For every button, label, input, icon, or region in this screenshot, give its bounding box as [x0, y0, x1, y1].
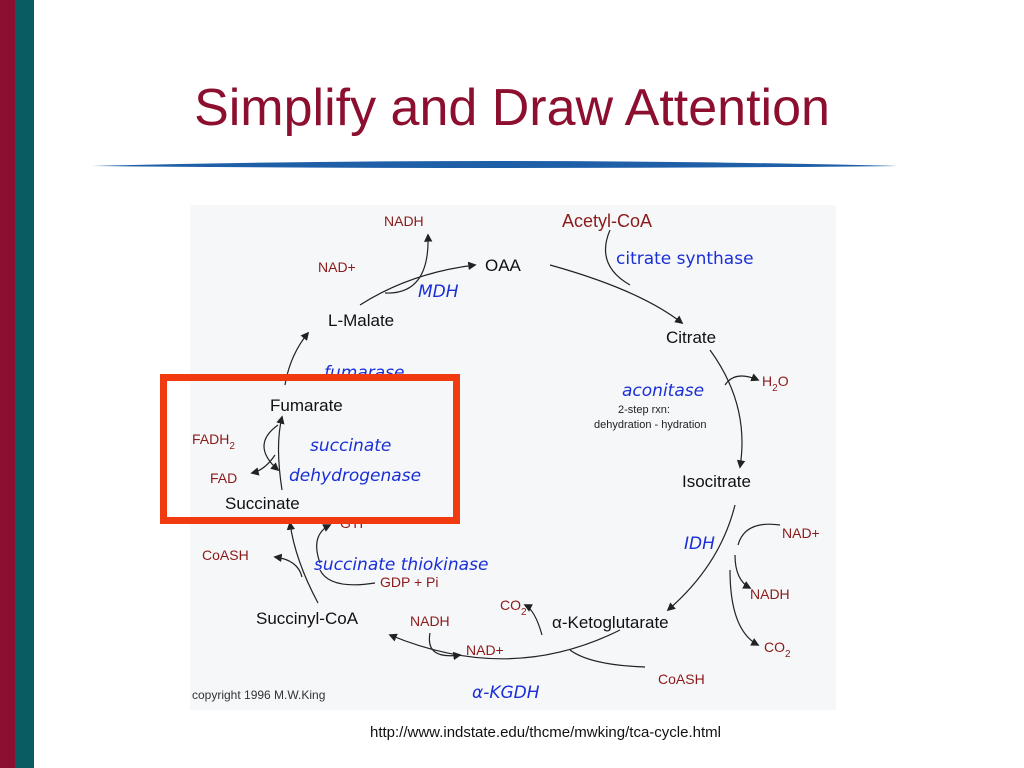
cycle-arrow-succinate-fumarate — [276, 415, 285, 491]
succinate-label: Succinate — [225, 494, 300, 513]
succinyl-coa-label: Succinyl-CoA — [256, 609, 359, 628]
kgdh-label: α-KGDH — [472, 683, 540, 703]
left-accent-bar-red — [0, 0, 15, 768]
citrate-label: Citrate — [666, 328, 716, 347]
idh-nad-label: NAD+ — [782, 525, 820, 541]
ketoglutarate-label: α-Ketoglutarate — [552, 613, 669, 632]
acetyl-coa-label: Acetyl-CoA — [562, 211, 652, 231]
title-underline — [92, 161, 898, 168]
nadh-out-arrow — [734, 554, 752, 589]
fad-fadh2-arrow — [263, 424, 280, 472]
mdh-label: MDH — [418, 282, 459, 302]
gtp-out-arrow — [316, 524, 332, 564]
oaa-label: OAA — [485, 256, 522, 275]
left-accent-bar-teal — [15, 0, 34, 768]
aconitase-note-line1: 2-step rxn: — [618, 404, 670, 416]
cycle-arrow-succinylcoa-succinate — [286, 521, 319, 604]
mdh-nadh-label: NADH — [384, 213, 424, 229]
citrate-synthase-label: citrate synthase — [616, 249, 754, 269]
aconitase-label: aconitase — [622, 381, 704, 401]
acetylcoa-entry-arrow — [604, 229, 631, 286]
idh-co2-label: CO2 — [764, 639, 791, 660]
nad-in-arrow — [737, 523, 781, 546]
kgdh-nadh-label: NADH — [410, 613, 450, 629]
cycle-arrow-fumarate-malate — [284, 331, 310, 386]
succinate-thiokinase-label: succinate thiokinase — [314, 555, 488, 575]
coash-out-arrow-thio — [273, 553, 303, 578]
idh-nadh-label: NADH — [750, 586, 790, 602]
tca-cycle-diagram: Acetyl-CoA OAA Citrate Isocitrate α-Keto… — [190, 205, 836, 710]
nad-nadh-arrow-kgdh — [428, 632, 462, 661]
thio-coash-label: CoASH — [202, 547, 249, 563]
fumarase-label: fumarase — [324, 363, 404, 383]
coash-in-arrow-kgdh — [569, 649, 646, 668]
co2-out-arrow-idh — [729, 569, 760, 646]
h2o-out-arrow — [724, 373, 760, 386]
cycle-arrow-citrate-isocitrate — [709, 349, 746, 469]
cycle-arrow-oaa-citrate — [549, 264, 684, 325]
cycle-arrow-ketoglutarate-succinylcoa — [388, 629, 621, 660]
idh-label: IDH — [684, 534, 715, 554]
gtp-label: GTP — [340, 515, 369, 531]
nad-nadh-arrow-mdh — [384, 233, 433, 294]
kgdh-nad-label: NAD+ — [466, 642, 504, 658]
sdh-label-line2: dehydrogenase — [289, 466, 421, 486]
kgdh-coash-label: CoASH — [658, 671, 705, 687]
cycle-arrow-isocitrate-ketoglutarate — [666, 504, 736, 612]
fumarate-label: Fumarate — [270, 396, 343, 415]
fad-label: FAD — [210, 470, 237, 486]
malate-label: L-Malate — [328, 311, 394, 330]
gdp-pi-label: GDP + Pi — [380, 574, 439, 590]
gdp-in-arrow — [319, 569, 376, 586]
source-url: http://www.indstate.edu/thcme/mwking/tca… — [370, 724, 721, 741]
mdh-nad-label: NAD+ — [318, 259, 356, 275]
kgdh-co2-label: CO2 — [500, 597, 527, 618]
copyright-label: copyright 1996 M.W.King — [192, 688, 325, 702]
h2o-label: H2O — [762, 373, 789, 394]
co2-out-arrow-kgdh — [523, 604, 543, 636]
aconitase-note-line2: dehydration - hydration — [594, 419, 707, 431]
slide-title: Simplify and Draw Attention — [194, 79, 830, 137]
isocitrate-label: Isocitrate — [682, 472, 751, 491]
cycle-arrow-malate-oaa — [359, 261, 477, 306]
fad-out-arrow — [250, 454, 276, 476]
sdh-label-line1: succinate — [310, 436, 391, 456]
fadh2-label: FADH2 — [192, 431, 235, 452]
